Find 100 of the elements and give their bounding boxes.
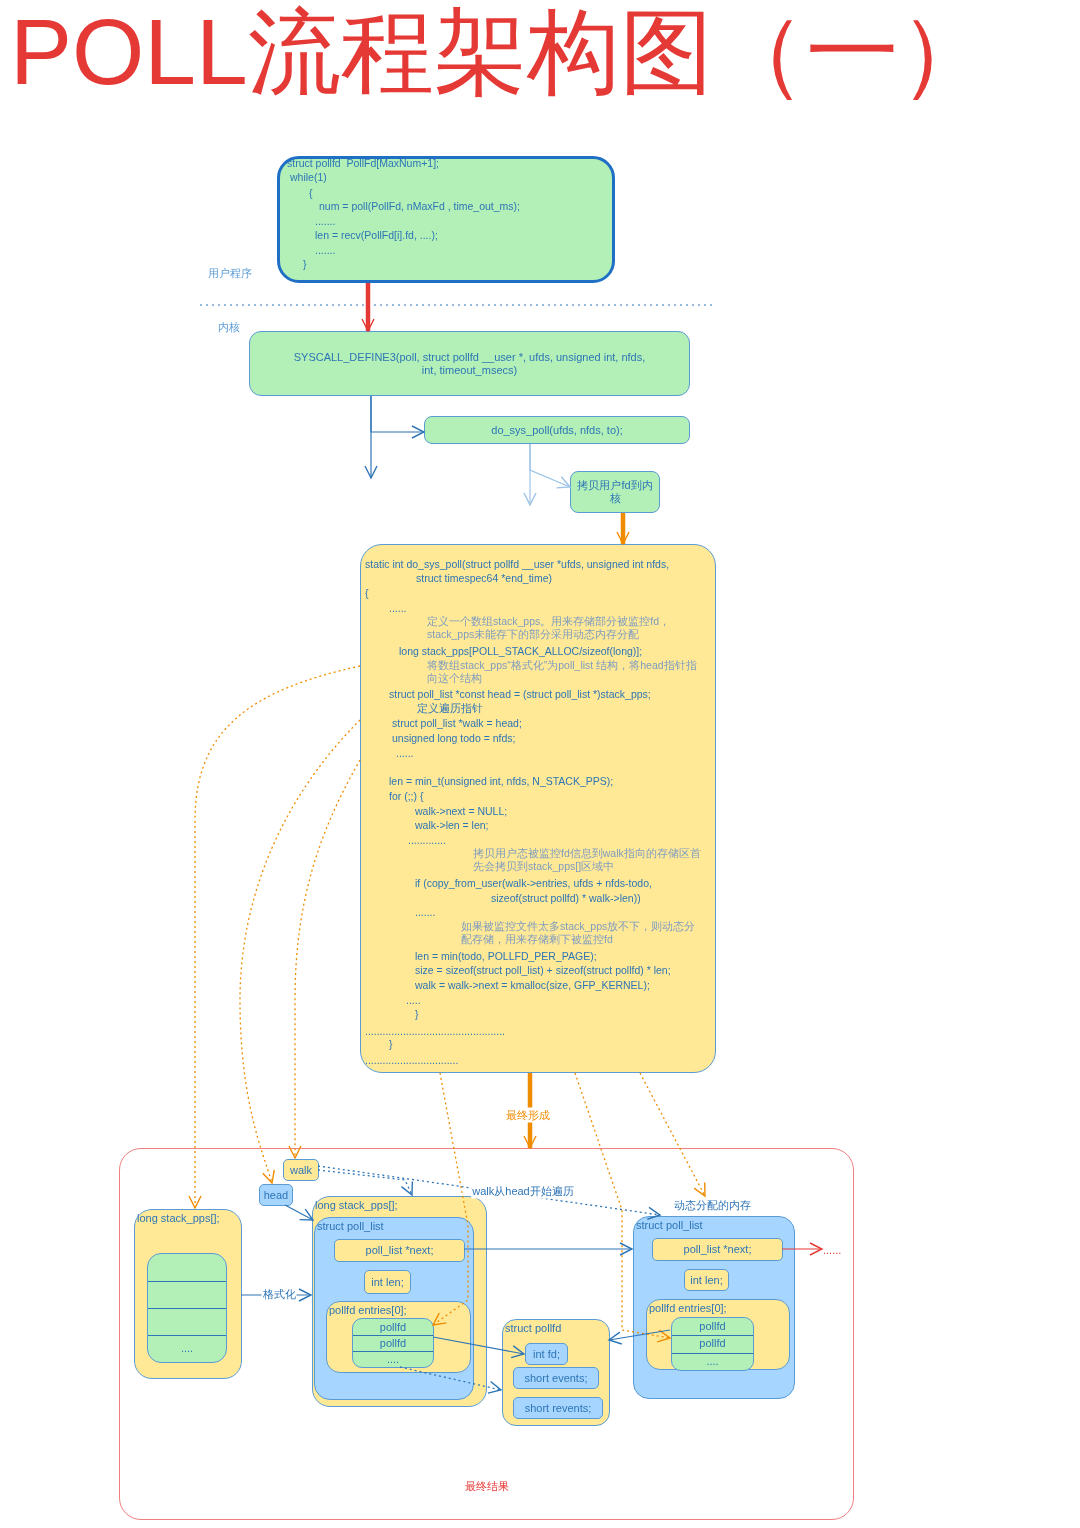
code-line: ................................................ <box>365 1025 506 1038</box>
code-line: unsigned long todo = nfds; <box>392 732 516 745</box>
arrow <box>317 1169 414 1196</box>
code-line: walk->len = len; <box>415 819 489 832</box>
code-line: long stack_pps[POLL_STACK_ALLOC/sizeof(long)]; <box>399 645 643 658</box>
field-box <box>684 1269 729 1291</box>
box-label: SYSCALL_DEFINE3(poll, struct pollfd __user *, ufds, unsigned int, nfds, int, timeout_msecs) <box>292 349 647 378</box>
edge-label: 格式化 <box>261 1286 297 1302</box>
arrow <box>364 395 378 479</box>
box-label: pollfd <box>378 1336 408 1351</box>
arrow <box>781 1242 823 1256</box>
box-label: short events; <box>523 1370 589 1386</box>
arrow <box>574 1072 671 1343</box>
arrow <box>288 759 361 1159</box>
code-line: ...... <box>389 602 407 615</box>
code-line: ....... <box>415 906 436 919</box>
code-line: ............. <box>408 834 446 847</box>
array-box <box>134 1209 242 1379</box>
code-line: ..... <box>406 994 421 1007</box>
box-label: .... <box>179 1341 195 1356</box>
box-label: 拷贝用户fd到内核 <box>576 478 654 506</box>
memory-stack <box>671 1317 754 1371</box>
title: POLL流程架构图（一） <box>10 2 992 102</box>
field-box <box>334 1239 465 1262</box>
field-box <box>364 1270 411 1294</box>
code-line: walk = walk->next = kmalloc(size, GFP_KERNEL); <box>415 979 650 992</box>
code-comment: 拷贝用户态被监控fd信息到walk指向的存储区首先会拷贝到stack_pps[]区域中 <box>473 847 702 873</box>
region-label: 用户程序 <box>208 266 252 281</box>
code-box <box>277 156 615 283</box>
code-line: while(1) <box>290 171 327 184</box>
code-line: struct timespec64 *end_time) <box>416 572 552 585</box>
box-label: head <box>262 1187 290 1203</box>
code-comment: 定义一个数组stack_pps。用来存储部分被监控fd，stack_pps未能存下的部分采用动态内存分配 <box>427 615 672 641</box>
result-frame <box>119 1148 854 1520</box>
code-line: struct poll_list *walk = head; <box>392 717 522 730</box>
code-line: } <box>303 258 307 271</box>
box-label: do_sys_poll(ufds, nfds, to); <box>490 422 624 438</box>
annotation-text: 动态分配的内存 <box>674 1197 760 1213</box>
box-label: .... <box>385 1352 401 1367</box>
box-label: short revents; <box>523 1400 593 1416</box>
box-label: poll_list *next; <box>364 1243 435 1258</box>
code-line: ...... <box>396 747 414 760</box>
field-box <box>513 1397 603 1419</box>
code-line: size = sizeof(struct poll_list) + sizeof(struct pollfd) * len; <box>415 964 671 977</box>
box-label: long stack_pps[]; <box>315 1199 398 1212</box>
process-box <box>570 471 660 513</box>
box-label: int len; <box>370 1274 405 1290</box>
frame-caption: 最终结果 <box>463 1480 510 1493</box>
code-line: sizeof(struct pollfd) * walk->len)) <box>491 892 641 905</box>
box-label: pollfd <box>698 1336 727 1352</box>
ellipsis-text: ...... <box>823 1243 847 1257</box>
code-line: } <box>415 1008 419 1021</box>
code-line: struct poll_list *const head = (struct poll_list *)stack_pps; <box>389 688 651 701</box>
array-box <box>646 1299 790 1370</box>
box-label: walk <box>289 1162 313 1178</box>
code-line: static int do_sys_poll(struct pollfd __user *ufds, unsigned int nfds, <box>365 558 670 571</box>
code-box <box>360 544 716 1073</box>
process-box <box>249 331 690 396</box>
arrow <box>361 283 375 332</box>
arrow <box>432 1072 469 1326</box>
code-line: ................................ <box>365 1054 459 1067</box>
process-box <box>424 416 690 444</box>
box-label: int len; <box>689 1272 724 1288</box>
region-label: 内核 <box>218 320 240 335</box>
box-label: struct poll_list <box>636 1219 703 1232</box>
arrow <box>639 1072 706 1197</box>
arrow <box>463 1242 633 1256</box>
field-box <box>513 1367 599 1389</box>
code-line: if (copy_from_user(walk->entries, ufds + nfds-todo, <box>415 877 652 890</box>
arrow <box>616 513 630 545</box>
box-label: struct pollfd <box>505 1322 562 1335</box>
memory-stack <box>147 1253 227 1363</box>
arrow <box>432 1336 525 1359</box>
struct-box <box>633 1216 795 1399</box>
memory-stack <box>352 1318 434 1368</box>
code-comment: 将数组stack_pps“格式化”为poll_list 结构，将head指针指向这个结构 <box>427 659 698 685</box>
arrow <box>608 1329 671 1345</box>
edge-label: 最终形成 <box>505 1107 551 1123</box>
code-line: walk->next = NULL; <box>415 805 508 818</box>
box-label: pollfd <box>698 1319 727 1334</box>
box-label: .... <box>705 1353 720 1369</box>
field-box <box>652 1238 783 1261</box>
arrow <box>239 719 361 1184</box>
code-line: for (;;) { <box>389 790 424 803</box>
code-line: num = poll(PollFd, nMaxFd , time_out_ms); <box>319 200 521 213</box>
arrow <box>399 1366 502 1394</box>
code-comment: 如果被监控文件太多stack_pps放不下，则动态分配存储，用来存储剩下被监控fd <box>461 920 696 946</box>
code-line: { <box>365 587 369 600</box>
field-box <box>525 1343 568 1365</box>
code-line: ....... <box>315 215 336 228</box>
code-line: len = recv(PollFd[i].fd, ....); <box>315 229 438 242</box>
box-label: poll_list *next; <box>682 1242 753 1257</box>
array-box <box>326 1301 471 1373</box>
code-line: { <box>309 187 313 200</box>
code-line: } <box>389 1038 393 1051</box>
arrow <box>188 665 361 1209</box>
code-line: ....... <box>315 244 336 257</box>
array-box <box>312 1196 487 1407</box>
struct-box <box>314 1217 474 1400</box>
code-line: len = min_t(unsigned int, nfds, N_STACK_PPS); <box>389 775 614 788</box>
